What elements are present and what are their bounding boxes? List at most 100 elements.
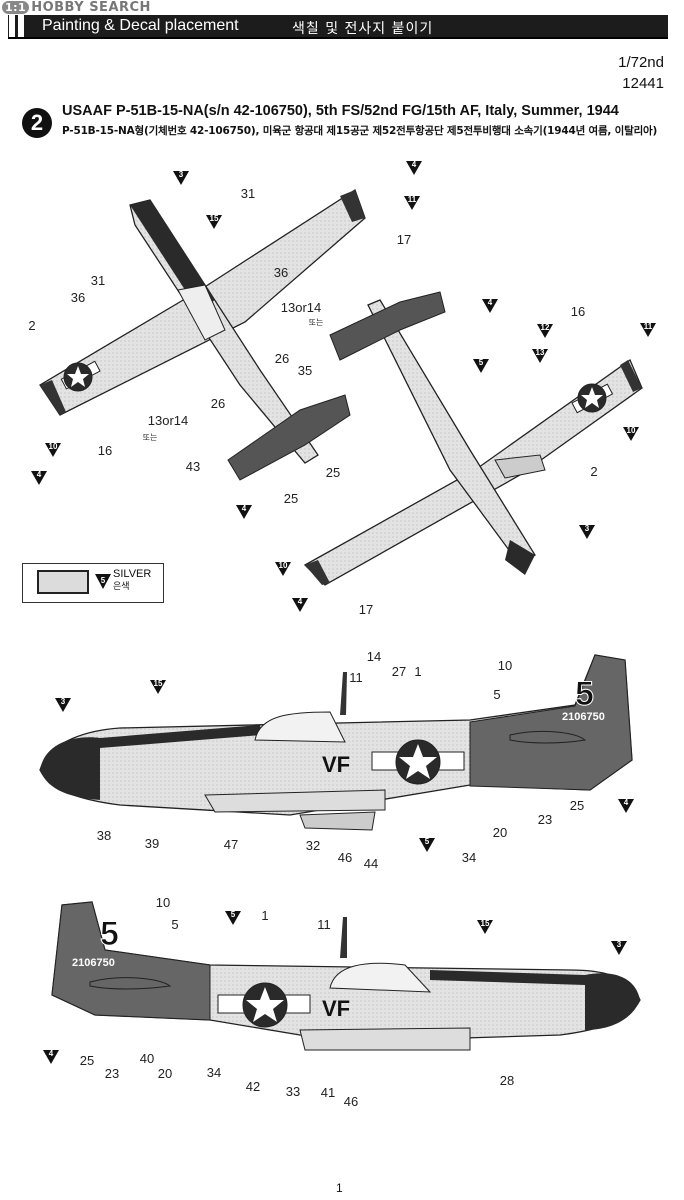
callout-number-top-view: 2	[28, 318, 35, 333]
tail-number-left: 5	[100, 915, 119, 953]
header-tick	[9, 15, 15, 37]
callout-number-top-view: 31	[91, 273, 105, 288]
callout-number-side-right: 44	[364, 856, 378, 871]
paint-marker-icon: 3	[173, 170, 189, 185]
paint-marker-number: 11	[408, 195, 417, 204]
header-bar	[8, 15, 668, 39]
paint-marker-number: 4	[242, 504, 247, 513]
callout-number-side-right: 47	[224, 837, 238, 852]
callout-number-side-left: 46	[344, 1094, 358, 1109]
paint-marker-number: 12	[541, 323, 550, 332]
callout-number-top-view: 43	[186, 459, 200, 474]
paint-marker-number: 4	[49, 1049, 54, 1058]
paint-marker-icon: 5	[419, 837, 435, 852]
callout-number-side-right: 39	[145, 836, 159, 851]
tail-serial: 2106750	[562, 711, 605, 723]
legend-label: SILVER 은색	[113, 568, 151, 594]
callout-number-top-view: 13or14	[148, 413, 188, 428]
callout-number-top-view: 31	[241, 186, 255, 201]
tail-number: 5	[575, 675, 594, 713]
paint-marker-icon: 15	[206, 214, 222, 229]
paint-marker-number: 3	[585, 524, 590, 533]
scale-ratio: 1/72nd	[618, 54, 664, 71]
paint-marker-number: 5	[425, 837, 430, 846]
paint-marker-icon: 13	[532, 348, 548, 363]
paint-marker-number: 3	[179, 170, 184, 179]
paint-marker-number: 5	[231, 910, 236, 919]
paint-marker-number: 15	[210, 214, 219, 223]
fuselage-code: VF	[322, 752, 350, 777]
paint-marker-icon: 12	[537, 323, 553, 338]
legend-marker-number: 5	[101, 576, 106, 585]
callout-number-side-right: 14	[367, 649, 381, 664]
callout-or-note: 또는	[143, 433, 158, 442]
paint-marker-icon: 15	[150, 679, 166, 694]
callout-number-side-right: 1	[414, 664, 421, 679]
watermark-badge: 1:1	[2, 1, 30, 14]
paint-marker-icon: 3	[611, 940, 627, 955]
callout-number-side-left: 1	[261, 908, 268, 923]
callout-number-side-left: 25	[80, 1053, 94, 1068]
callout-number-side-right: 5	[493, 687, 500, 702]
paint-marker-icon: 3	[579, 524, 595, 539]
callout-number-side-right: 20	[493, 825, 507, 840]
paint-marker-number: 10	[279, 561, 288, 570]
tail-serial-left: 2106750	[72, 957, 115, 969]
callout-number-side-right: 23	[538, 812, 552, 827]
callout-number-side-right: 11	[349, 670, 363, 685]
legend-label-ko: 은색	[113, 582, 130, 592]
callout-number-top-view: 35	[298, 363, 312, 378]
callout-number-side-left: 10	[156, 895, 170, 910]
paint-marker-icon: 11	[640, 322, 656, 337]
callout-number-side-left: 41	[321, 1085, 335, 1100]
paint-marker-number: 11	[644, 322, 653, 331]
paint-marker-icon: 10	[623, 426, 639, 441]
paint-marker-number: 4	[624, 798, 629, 807]
side-view-right-aircraft: VF 5 2106750	[39, 654, 633, 831]
callout-number-side-left: 28	[500, 1073, 514, 1088]
paint-marker-number: 4	[298, 597, 303, 606]
paint-marker-number: 3	[61, 697, 66, 706]
paint-marker-icon: 5	[95, 574, 111, 589]
callout-number-bottom-view: 16	[571, 304, 585, 319]
side-view-left-aircraft: VF 5 2106750	[51, 901, 641, 1051]
callout-number-side-left: 23	[105, 1066, 119, 1081]
paint-marker-icon: 5	[473, 358, 489, 373]
paint-marker-icon: 4	[236, 504, 252, 519]
scale-block: 1/72nd 12441	[618, 52, 664, 94]
step-title: USAAF P-51B-15-NA(s/n 42-106750), 5th FS…	[62, 103, 619, 119]
paint-marker-icon: 4	[482, 298, 498, 313]
callout-number-side-right: 10	[498, 658, 512, 673]
callout-number-side-left: 40	[140, 1051, 154, 1066]
callout-number-top-view: 13or14	[281, 300, 321, 315]
paint-marker-number: 3	[617, 940, 622, 949]
paint-marker-icon: 4	[406, 160, 422, 175]
paint-marker-icon: 4	[43, 1049, 59, 1064]
kit-number: 12441	[622, 75, 664, 92]
paint-marker-icon: 11	[404, 195, 420, 210]
callout-number-side-left: 33	[286, 1084, 300, 1099]
paint-marker-number: 4	[412, 160, 417, 169]
paint-marker-number: 10	[627, 426, 636, 435]
paint-marker-icon: 10	[275, 561, 291, 576]
callout-number-side-right: 46	[338, 850, 352, 865]
callout-number-side-left: 34	[207, 1065, 221, 1080]
callout-number-side-right: 38	[97, 828, 111, 843]
paint-marker-icon: 15	[477, 919, 493, 934]
paint-marker-number: 15	[481, 919, 490, 928]
callout-number-side-left: 42	[246, 1079, 260, 1094]
paint-marker-icon: 4	[31, 470, 47, 485]
callout-number-bottom-view: 2	[590, 464, 597, 479]
callout-or-note: 또는	[309, 318, 324, 327]
callout-number-top-view: 25	[326, 465, 340, 480]
page-title: Painting & Decal placement	[42, 17, 239, 34]
fuselage-code-left: VF	[322, 996, 350, 1021]
paint-marker-icon: 10	[45, 442, 61, 457]
callout-number-side-right: 32	[306, 838, 320, 853]
callout-number-top-view: 17	[397, 232, 411, 247]
callout-number-side-right: 25	[570, 798, 584, 813]
paint-marker-icon: 3	[55, 697, 71, 712]
callout-number-top-view: 36	[274, 265, 288, 280]
legend-label-en: SILVER	[113, 568, 152, 580]
